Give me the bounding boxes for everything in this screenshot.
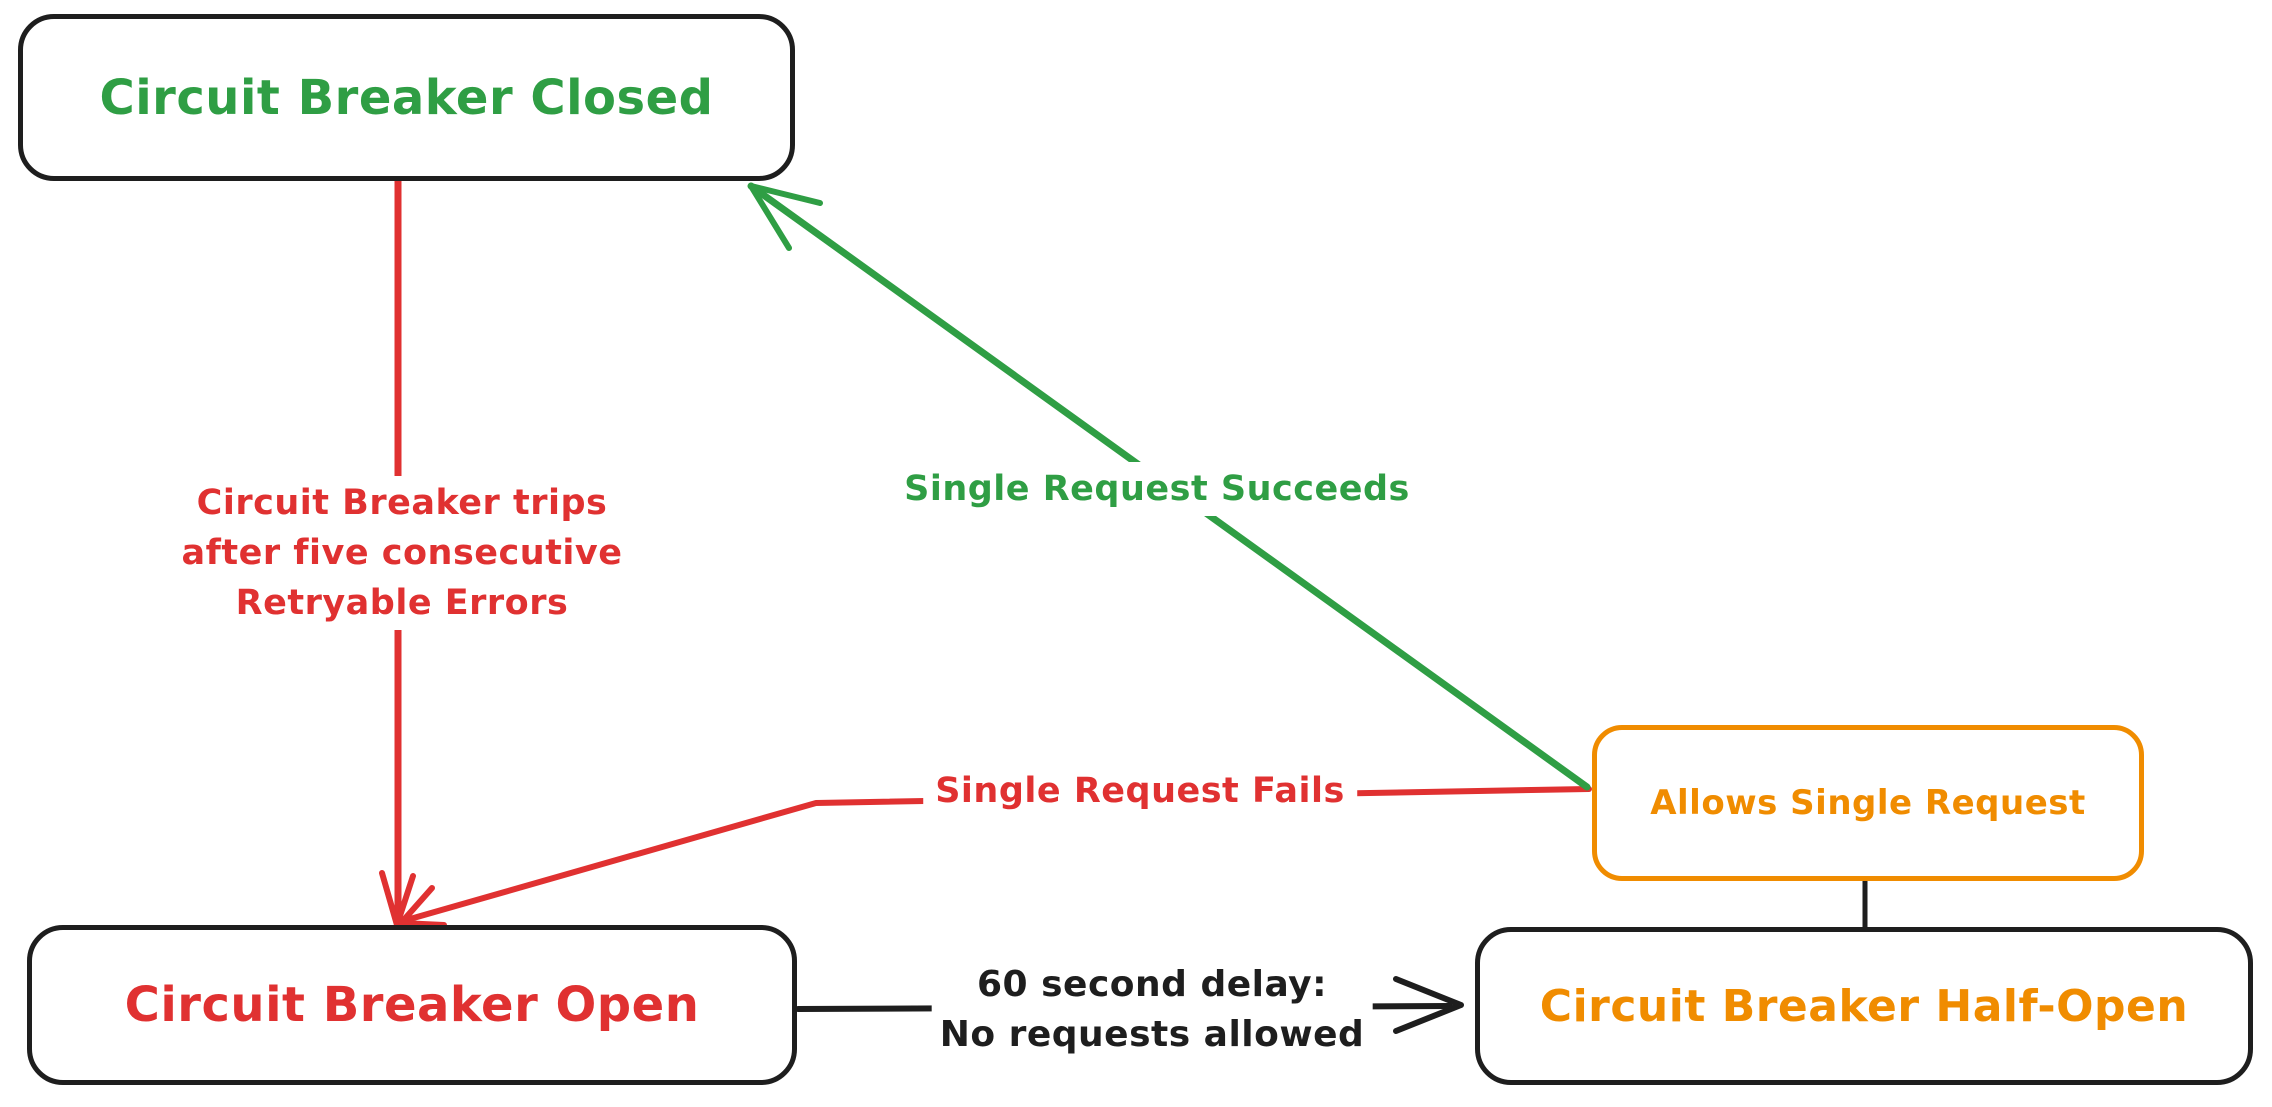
edge-label-trip-line1: Circuit Breaker trips bbox=[196, 483, 608, 523]
edge-label-delay-line1: 60 second delay: bbox=[976, 964, 1328, 1005]
edge-label-trip-line3: Retryable Errors bbox=[235, 583, 569, 623]
edge-label-trip-line2: after five consecutive bbox=[181, 533, 623, 573]
edge-trip-arrowhead-icon bbox=[379, 870, 416, 928]
node-circuit-breaker-half-open: Circuit Breaker Half-Open bbox=[1475, 927, 2253, 1085]
edge-label-fail: Single Request Fails bbox=[923, 764, 1357, 818]
node-circuit-breaker-closed: Circuit Breaker Closed bbox=[18, 14, 795, 181]
edge-label-delay: 60 second delay: No requests allowed bbox=[931, 958, 1373, 1062]
edge-label-trip: Circuit Breaker trips after five consecu… bbox=[173, 476, 631, 630]
edge-success-arrowhead-icon bbox=[748, 183, 823, 251]
node-circuit-breaker-closed-label: Circuit Breaker Closed bbox=[99, 69, 714, 126]
node-circuit-breaker-open: Circuit Breaker Open bbox=[27, 925, 797, 1085]
edge-label-delay-line2: No requests allowed bbox=[939, 1014, 1365, 1055]
edge-label-success: Single Request Succeeds bbox=[892, 462, 1422, 516]
node-allows-single-request: Allows Single Request bbox=[1592, 725, 2144, 881]
node-circuit-breaker-open-label: Circuit Breaker Open bbox=[124, 977, 700, 1033]
edge-delay-arrowhead-icon bbox=[1393, 976, 1464, 1034]
node-allows-single-request-label: Allows Single Request bbox=[1650, 783, 2086, 823]
edge-fail-arrowhead-icon bbox=[398, 885, 447, 928]
node-circuit-breaker-half-open-label: Circuit Breaker Half-Open bbox=[1539, 980, 2189, 1032]
